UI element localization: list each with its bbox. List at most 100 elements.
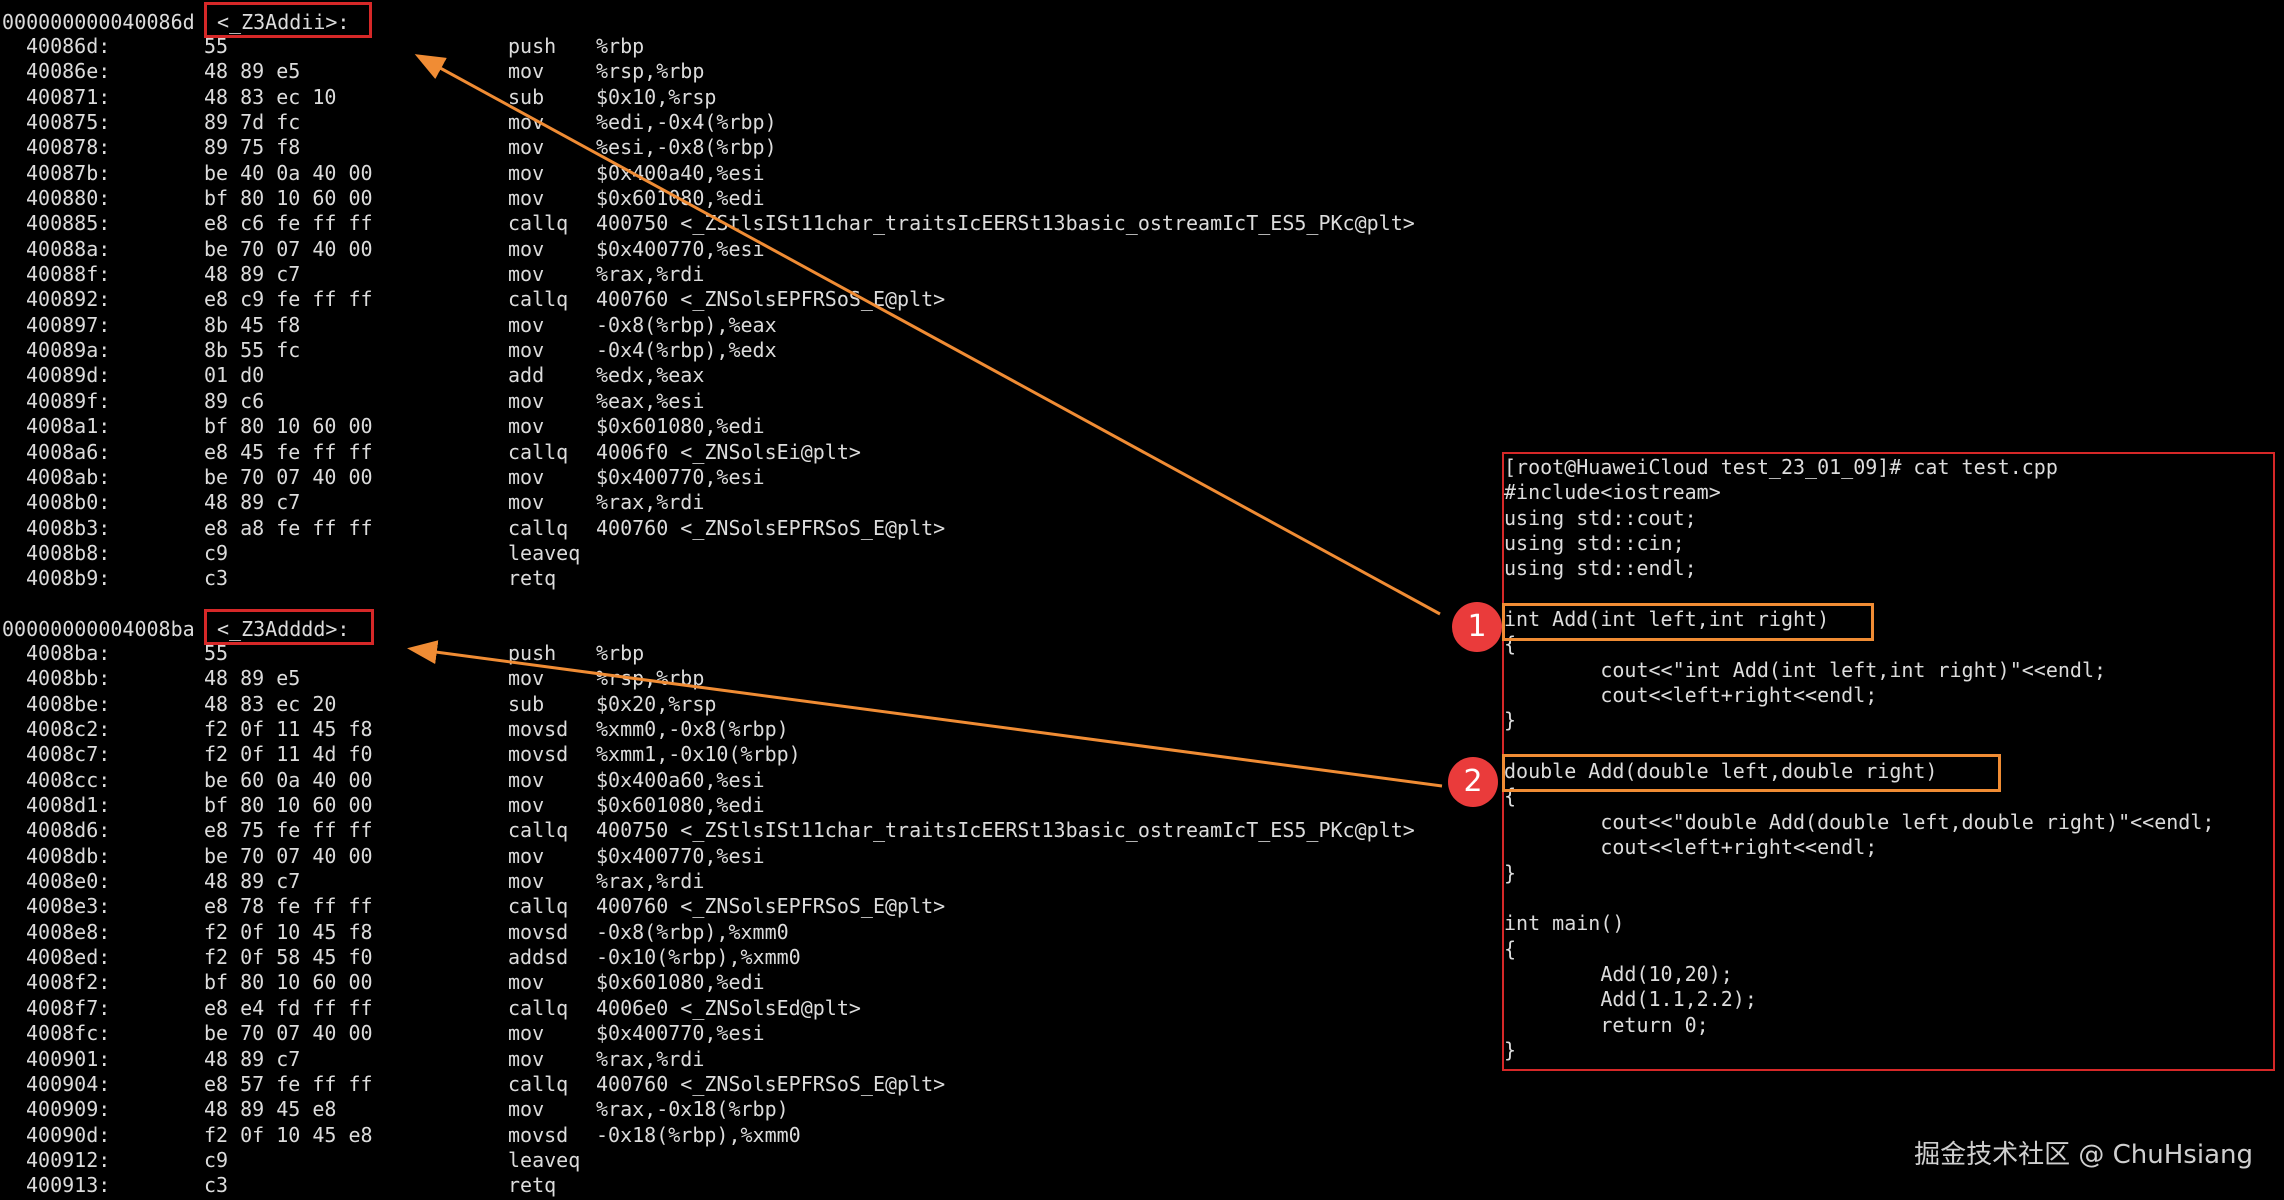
instruction-operands: $0x400a60,%esi <box>596 767 765 792</box>
instruction-mnemonic: retq <box>508 1173 557 1198</box>
instruction-mnemonic: mov <box>508 312 545 337</box>
instruction-address: 40088f: <box>26 262 111 287</box>
instruction-operands: -0x10(%rbp),%xmm0 <box>596 945 801 970</box>
instruction-bytes: 89 c6 <box>204 388 265 413</box>
source-line: Add(1.1,2.2); <box>1504 987 1757 1012</box>
instruction-mnemonic: mov <box>508 388 545 413</box>
instruction-bytes: e8 e4 fd ff ff <box>204 995 373 1020</box>
instruction-address: 400912: <box>26 1147 111 1172</box>
source-line: #include<iostream> <box>1504 480 1721 505</box>
function-symbol: <_Z3Addii>: <box>217 10 350 34</box>
instruction-bytes: be 70 07 40 00 <box>204 236 373 261</box>
instruction-bytes: 8b 45 f8 <box>204 312 301 337</box>
instruction-mnemonic: mov <box>508 490 545 515</box>
instruction-address: 4008be: <box>26 691 111 716</box>
instruction-bytes: c9 <box>204 1147 229 1172</box>
instruction-address: 4008b3: <box>26 515 111 540</box>
instruction-operands: 400750 <_ZStlsISt11char_traitsIcEERSt13b… <box>596 818 1415 843</box>
source-line: { <box>1504 936 1517 961</box>
instruction-address: 4008db: <box>26 843 111 868</box>
instruction-mnemonic: callq <box>508 211 569 236</box>
instruction-bytes: 89 75 f8 <box>204 135 301 160</box>
instruction-bytes: f2 0f 10 45 f8 <box>204 919 373 944</box>
source-line: cout<<left+right<<endl; <box>1504 835 1878 860</box>
symbol-highlight-box-double <box>204 609 374 645</box>
source-line: [root@HuaweiCloud test_23_01_09]# cat te… <box>1504 455 2058 479</box>
source-code-listing: [root@HuaweiCloud test_23_01_09]# cat te… <box>1504 455 2214 1063</box>
instruction-operands: $0x20,%rsp <box>596 691 717 716</box>
instruction-bytes: 48 83 ec 10 <box>204 84 337 109</box>
instruction-mnemonic: mov <box>508 767 545 792</box>
instruction-mnemonic: sub <box>508 691 545 716</box>
instruction-operands: %rsp,%rbp <box>596 59 705 84</box>
instruction-operands: -0x8(%rbp),%xmm0 <box>596 919 789 944</box>
instruction-operands: 400760 <_ZNSolsEPFRSoS_E@plt> <box>596 287 946 312</box>
instruction-address: 40087b: <box>26 160 111 185</box>
instruction-address: 40086d: <box>26 34 111 58</box>
instruction-bytes: e8 45 fe ff ff <box>204 439 373 464</box>
instruction-operands: %rax,%rdi <box>596 490 705 515</box>
instruction-address: 4008b8: <box>26 540 111 565</box>
instruction-address: 400904: <box>26 1071 111 1096</box>
instruction-mnemonic: movsd <box>508 742 569 767</box>
source-line: int Add(int left,int right) <box>1504 607 1830 632</box>
instruction-operands: %rbp <box>596 641 645 665</box>
source-line: cout<<"double Add(double left,double rig… <box>1504 809 2215 834</box>
instruction-mnemonic: leaveq <box>508 1147 581 1172</box>
instruction-mnemonic: callq <box>508 995 569 1020</box>
instruction-address: 4008e8: <box>26 919 111 944</box>
instruction-mnemonic: mov <box>508 135 545 160</box>
instruction-bytes: be 70 07 40 00 <box>204 843 373 868</box>
instruction-address: 400871: <box>26 84 111 109</box>
instruction-operands: $0x601080,%edi <box>596 793 765 818</box>
instruction-address: 400885: <box>26 211 111 236</box>
instruction-mnemonic: movsd <box>508 1122 569 1147</box>
instruction-operands: 400760 <_ZNSolsEPFRSoS_E@plt> <box>596 1071 946 1096</box>
instruction-row: 4008e8: f2 0f 10 45 f8 movsd -0x8(%rbp),%xm… <box>0 920 1480 945</box>
instruction-address: 4008c7: <box>26 742 111 767</box>
instruction-mnemonic: mov <box>508 869 545 894</box>
instruction-operands: 400760 <_ZNSolsEPFRSoS_E@plt> <box>596 894 946 919</box>
instruction-address: 4008a6: <box>26 439 111 464</box>
instruction-operands: $0x400770,%esi <box>596 236 765 261</box>
instruction-mnemonic: mov <box>508 970 545 995</box>
instruction-operands: $0x601080,%edi <box>596 970 765 995</box>
watermark-text: 掘金技术社区 @ ChuHsiang <box>1914 1140 2253 1170</box>
instruction-mnemonic: movsd <box>508 919 569 944</box>
instruction-address: 400901: <box>26 1046 111 1071</box>
instruction-operands: %rsp,%rbp <box>596 666 705 691</box>
instruction-mnemonic: mov <box>508 666 545 691</box>
instruction-mnemonic: mov <box>508 59 545 84</box>
instruction-mnemonic: sub <box>508 84 545 109</box>
instruction-bytes: 48 89 c7 <box>204 869 301 894</box>
instruction-operands: %rax,%rdi <box>596 262 705 287</box>
instruction-bytes: be 70 07 40 00 <box>204 1021 373 1046</box>
source-line: return 0; <box>1504 1012 1709 1037</box>
instruction-bytes: e8 78 fe ff ff <box>204 894 373 919</box>
instruction-bytes: bf 80 10 60 00 <box>204 793 373 818</box>
instruction-bytes: f2 0f 11 4d f0 <box>204 742 373 767</box>
instruction-address: 4008c2: <box>26 717 111 742</box>
